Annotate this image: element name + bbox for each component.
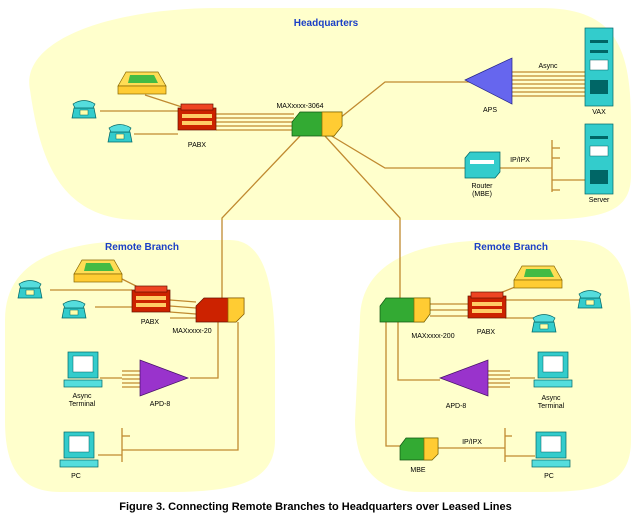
telephone-icon [107, 124, 133, 143]
async-terminal-icon [533, 351, 573, 388]
telephone-icon [71, 100, 97, 119]
aps-icon [464, 57, 513, 105]
telephone-icon [61, 300, 87, 319]
pbx-console-icon [117, 71, 167, 95]
pc-left-label: PC [71, 473, 81, 480]
figure-caption: Figure 3. Connecting Remote Branches to … [119, 501, 512, 513]
apd-right-label: APD-8 [446, 403, 467, 410]
router-label-line2: (MBE) [472, 191, 492, 198]
async-terminal-left-label-1: Async [72, 393, 92, 400]
pabx-icon [177, 103, 217, 131]
mbe-right-device [399, 437, 439, 461]
max-left-label: MAXxxxx-20 [172, 328, 211, 335]
server-icon [584, 123, 614, 195]
apd-left-label: APD-8 [150, 401, 171, 408]
max-right-label: MAXxxxx-200 [411, 333, 454, 340]
telephone-icon [531, 314, 557, 333]
remote-branch-right-title: Remote Branch [474, 242, 548, 253]
max-hq-device [291, 111, 343, 137]
router-icon [464, 151, 501, 179]
max-hq-label: MAXxxxx-3064 [276, 103, 323, 110]
pc-icon [531, 431, 571, 468]
vax-label: VAX [592, 109, 606, 116]
headquarters-title: Headquarters [294, 18, 359, 29]
vax-server-icon [584, 27, 614, 107]
async-hq-label: Async [538, 63, 558, 70]
ipipx-right-label: IP/IPX [462, 439, 482, 446]
pabx-icon [131, 285, 171, 313]
async-terminal-right-label-2: Terminal [538, 403, 565, 410]
mbe-right-label: MBE [410, 467, 426, 474]
pabx-right-label: PABX [477, 329, 495, 336]
async-terminal-left-label-2: Terminal [69, 401, 96, 408]
pbx-console-icon [513, 265, 563, 289]
telephone-icon [17, 280, 43, 299]
remote-branch-left-title: Remote Branch [105, 242, 179, 253]
pabx-hq-label: PABX [188, 142, 206, 149]
connection-lines [50, 71, 585, 462]
max-right-device [379, 297, 431, 323]
server-label: Server [589, 197, 610, 204]
pabx-icon [467, 291, 507, 319]
max-left-device [195, 297, 245, 323]
remote-branch-right-region [355, 240, 631, 492]
pbx-console-icon [73, 259, 123, 283]
pc-right-label: PC [544, 473, 554, 480]
router-label-line1: Router [471, 183, 493, 190]
telephone-icon [577, 290, 603, 309]
aps-label: APS [483, 107, 497, 114]
pabx-left-label: PABX [141, 319, 159, 326]
pc-icon [59, 431, 99, 468]
network-diagram: Headquarters Remote Branch Remote Branch [5, 8, 631, 492]
async-terminal-icon [63, 351, 103, 388]
ipipx-hq-label: IP/IPX [510, 157, 530, 164]
async-terminal-right-label-1: Async [541, 395, 561, 402]
